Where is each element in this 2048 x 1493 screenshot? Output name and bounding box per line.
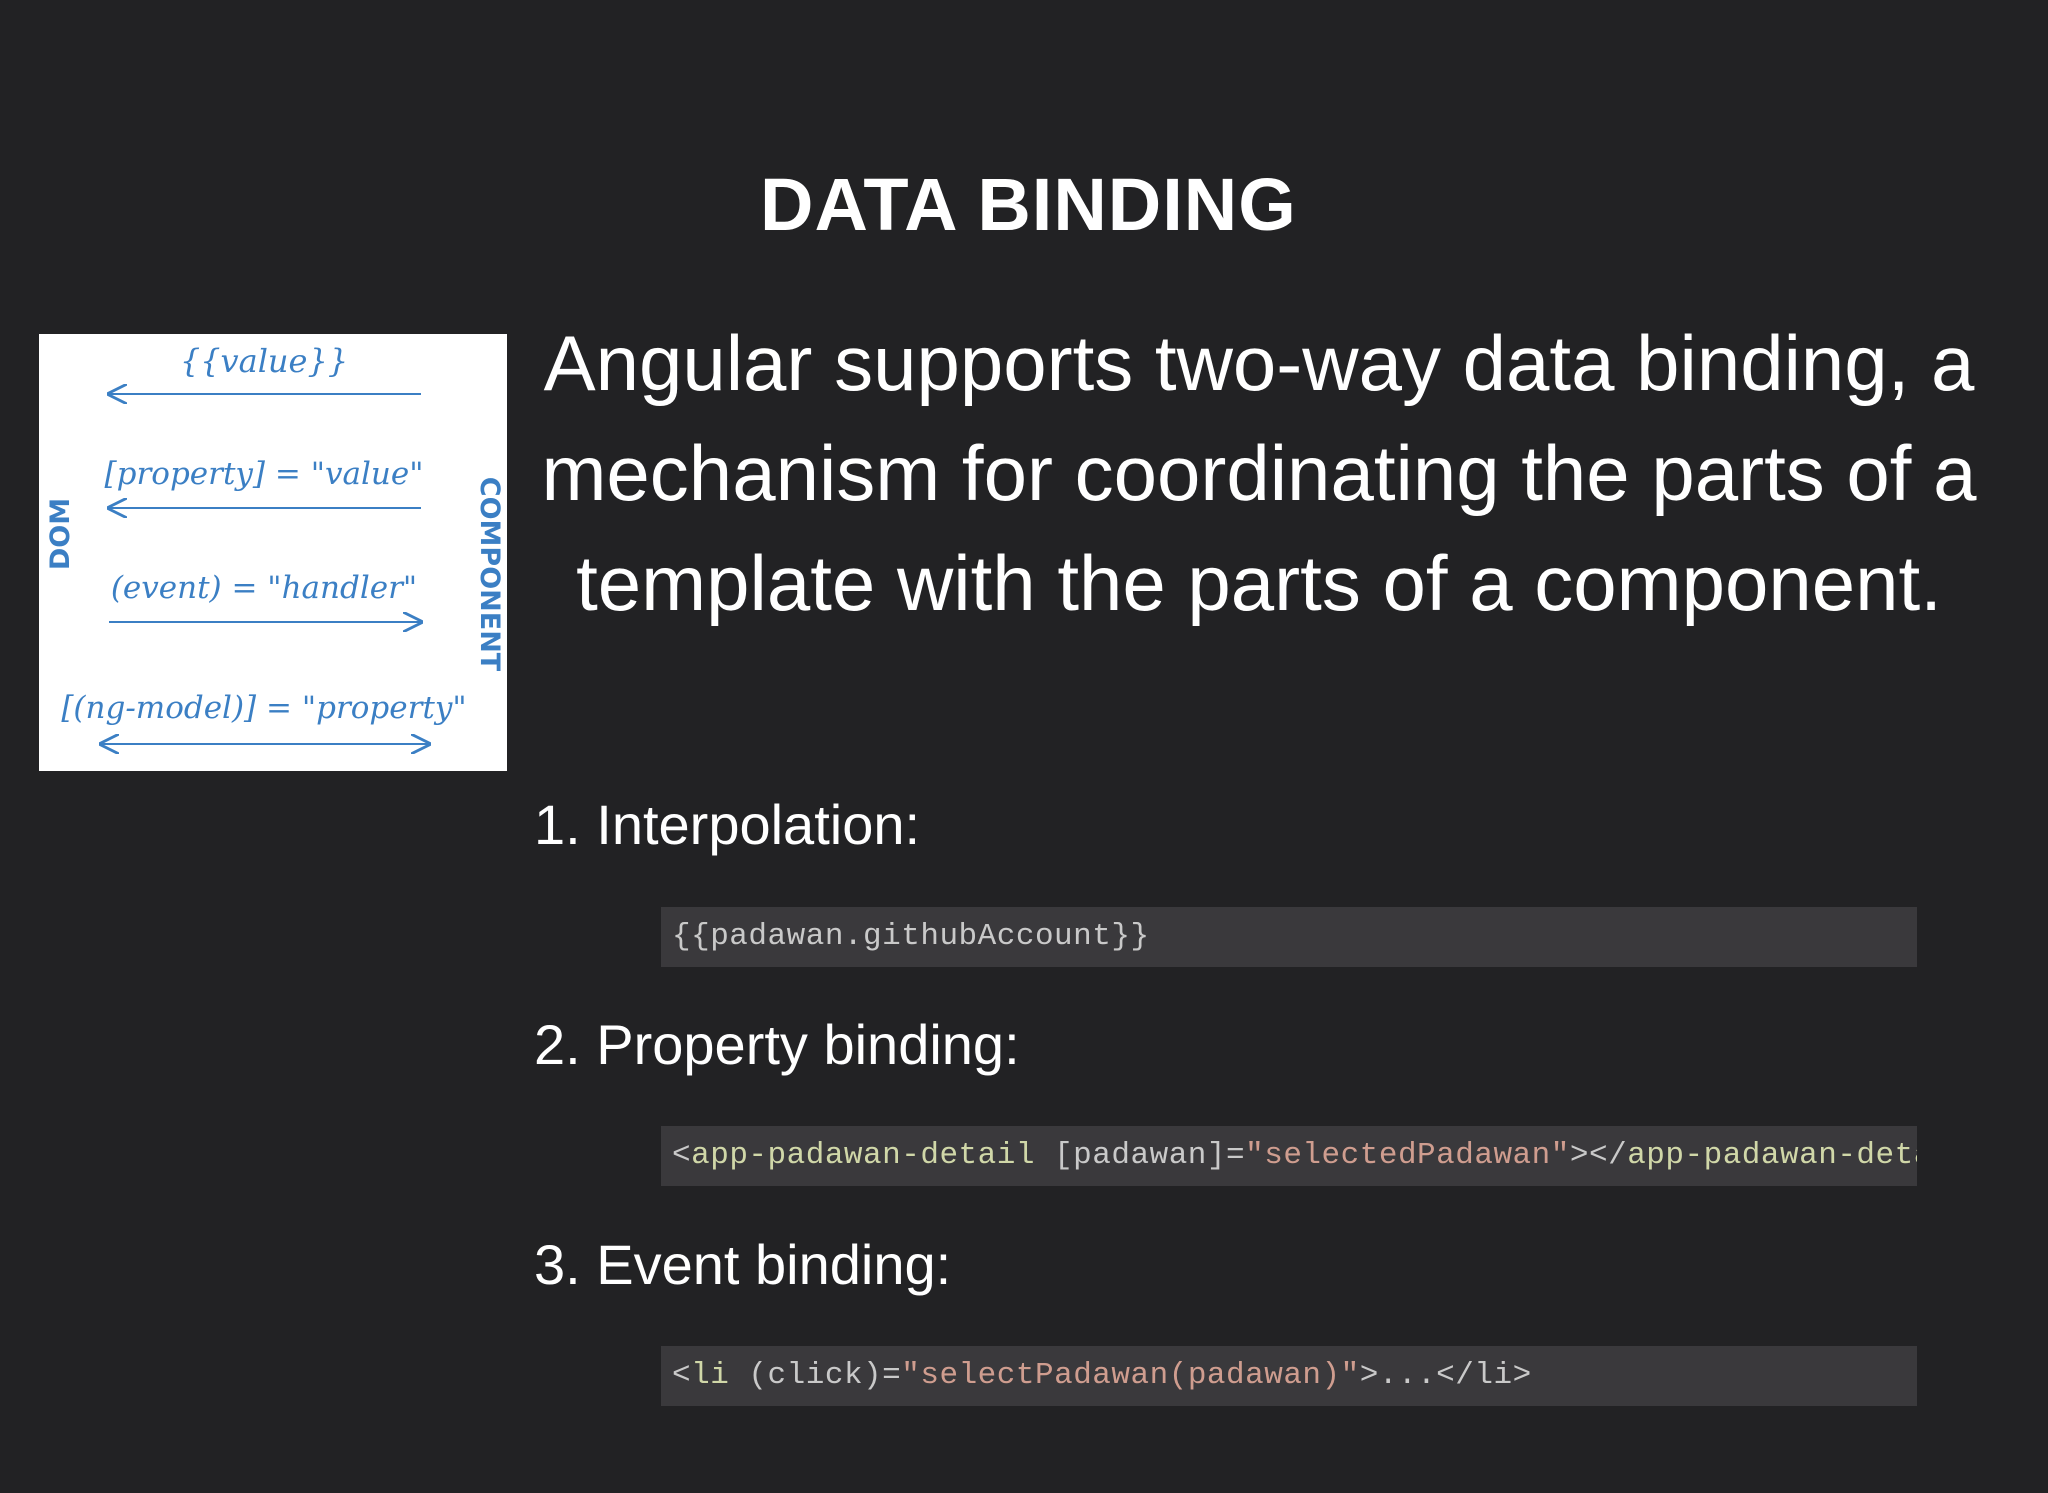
diagram-row-4-label: [(ng-model)] = "property" [61,690,466,726]
code-tag: li [691,1358,730,1393]
code-string: selectedPadawan [1264,1138,1551,1173]
property-binding-code-block: <app-padawan-detail [padawan]="selectedP… [661,1126,1917,1186]
data-binding-diagram: {{value}} [property] = "value" (event) =… [39,334,507,771]
lead-paragraph: Angular supports two-way data binding, a… [541,319,1977,627]
interpolation-heading: 1. Interpolation: [534,793,921,856]
diagram-row-3-label: (event) = "handler" [111,570,417,606]
code-punct: >...</li> [1359,1358,1532,1393]
code-attr: (click)= [729,1358,902,1393]
interpolation-code-block: {{padawan.githubAccount}} [661,907,1917,967]
diagram-row-1-label: {{value}} [180,342,348,380]
property-binding-heading: 2. Property binding: [534,1013,1020,1076]
code-attr: [padawan]= [1034,1138,1246,1173]
diagram-row-2-label: [property] = "value" [105,456,424,492]
code-tag: app-padawan-detail [691,1138,1035,1173]
slide-title: DATA BINDING [760,163,1297,246]
diagram-dom-label: DOM [45,498,76,570]
code-punct: ></ [1569,1138,1628,1173]
code-quote: " [1245,1138,1265,1173]
code-punct: < [672,1138,692,1173]
code-punct: < [672,1358,692,1393]
interpolation-code: {{padawan.githubAccount}} [661,907,1917,967]
property-binding-code: <app-padawan-detail [padawan]="selectedP… [661,1126,1917,1186]
code-quote: " [1550,1138,1570,1173]
code-quote: " [1340,1358,1360,1393]
code-string: selectPadawan(padawan) [920,1358,1341,1393]
diagram-component-label: COMPONENT [474,477,505,672]
code-tag: app-padawan-detail [1627,1138,1917,1173]
event-binding-code-block: <li (click)="selectPadawan(padawan)">...… [661,1346,1917,1406]
code-text: {{padawan.githubAccount}} [672,919,1150,954]
code-quote: " [901,1358,921,1393]
event-binding-code: <li (click)="selectPadawan(padawan)">...… [661,1346,1917,1406]
event-binding-heading: 3. Event binding: [534,1233,952,1296]
